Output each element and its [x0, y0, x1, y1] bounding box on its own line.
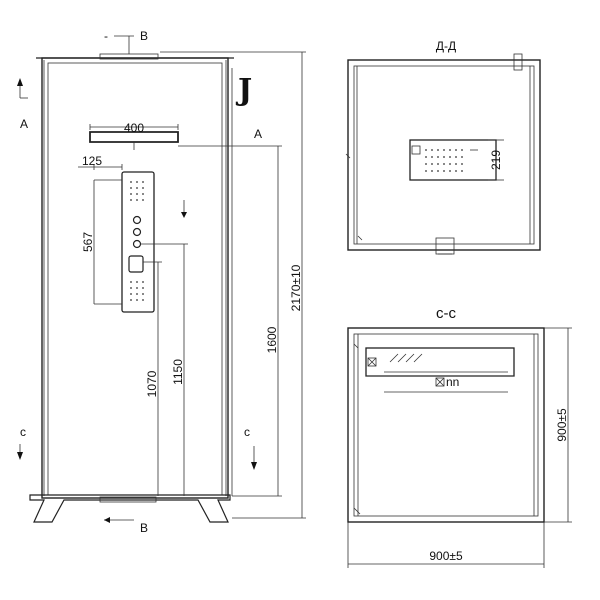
section-cc-outline: [347, 327, 545, 523]
section-b-top-dash: -: [104, 29, 108, 43]
section-dd-dim-219: 219: [489, 150, 503, 170]
dim-125-label: 125: [82, 154, 102, 168]
section-a-right: A: [254, 127, 262, 141]
panel-knob-2: [132, 227, 142, 237]
section-cc-title: c-c: [436, 305, 456, 322]
panel-display: [128, 255, 144, 273]
section-dd-outline: [347, 59, 541, 251]
dim-1600-label: 1600: [265, 326, 279, 353]
model-letter: J: [235, 73, 252, 108]
base-tray: [29, 494, 231, 523]
section-dd-inner: [353, 65, 535, 245]
panel-massage-jets-top: [130, 181, 144, 201]
control-panel: [121, 171, 155, 313]
section-cc-view: c-c nn 900±5 900±5: [347, 305, 572, 568]
section-b-bottom: B: [140, 521, 148, 535]
section-dd-shower-head: [409, 139, 497, 181]
dim-1150-label: 1150: [171, 359, 185, 385]
section-b-top: B: [140, 29, 148, 43]
rain-shower-head: [89, 131, 179, 143]
section-dd-nozzles: [425, 149, 463, 172]
base-drain: [99, 496, 157, 503]
section-cc-inner-label: nn: [446, 375, 459, 389]
section-dd-view: Д-Д 219: [345, 39, 541, 255]
panel-knob-3: [132, 239, 142, 249]
section-c-right: c: [244, 425, 250, 439]
section-c-left: c: [20, 425, 26, 439]
panel-massage-jets-bottom: [130, 281, 144, 301]
dim-567-label: 567: [81, 232, 95, 252]
section-dd-title: Д-Д: [436, 39, 456, 53]
section-a-left: A: [20, 117, 28, 131]
section-cc-depth-label: 900±5: [555, 408, 569, 442]
dim-400-label: 400: [124, 121, 144, 135]
section-cc-width-label: 900±5: [429, 549, 463, 563]
section-cc-inner: [353, 333, 539, 517]
front-view: 400 125 567 1070 1150 1600 2170±10 J -: [17, 29, 306, 535]
section-dd-bottom-fitting: [435, 237, 455, 255]
dim-2170-label: 2170±10: [289, 264, 303, 311]
dim-1070-label: 1070: [145, 370, 159, 397]
panel-knob-1: [132, 215, 142, 225]
section-dd-top-fitting: [513, 53, 523, 71]
section-cc-jets: [389, 353, 423, 363]
